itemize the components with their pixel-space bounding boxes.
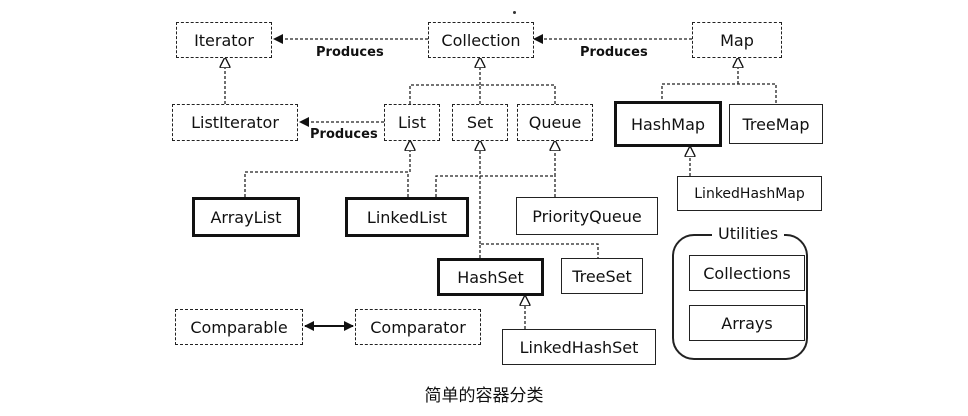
produces-label-map-collection: Produces xyxy=(580,45,648,60)
utility-collections-label: Collections xyxy=(703,263,791,283)
comparator-node: Comparator xyxy=(355,309,481,345)
queue-label: Queue xyxy=(528,113,582,132)
utility-collections: Collections xyxy=(689,255,805,291)
linkedlist-label: LinkedList xyxy=(366,207,448,227)
produces-label-collection-iterator: Produces xyxy=(316,45,384,60)
linkedhashset-label: LinkedHashSet xyxy=(519,337,639,357)
utility-arrays: Arrays xyxy=(689,305,805,341)
linkedhashmap-label: LinkedHashMap xyxy=(694,185,805,202)
iterator-label: Iterator xyxy=(194,30,254,50)
linkedlist-node: LinkedList xyxy=(345,197,469,237)
iterator-node: Iterator xyxy=(176,22,272,58)
edge-list-set-queue-collection xyxy=(409,84,556,104)
linkedhashset-node: LinkedHashSet xyxy=(502,329,656,365)
comparable-node: Comparable xyxy=(175,309,303,345)
stray-dot xyxy=(513,11,516,14)
edge-linkedlist-queue xyxy=(435,175,555,197)
edge-arraylist-list xyxy=(244,171,410,197)
utility-arrays-label: Arrays xyxy=(721,313,773,333)
comparator-label: Comparator xyxy=(370,317,466,337)
edge-hashset-treeset-set xyxy=(479,243,599,258)
hashset-label: HashSet xyxy=(457,267,524,287)
hashmap-node: HashMap xyxy=(614,101,722,147)
hashset-node: HashSet xyxy=(437,258,544,296)
set-label: Set xyxy=(466,113,494,132)
collection-node: Collection xyxy=(428,22,534,58)
listiterator-node: ListIterator xyxy=(172,104,298,141)
comparable-label: Comparable xyxy=(190,317,288,337)
linkedhashmap-node: LinkedHashMap xyxy=(677,176,822,211)
figure-caption: 简单的容器分类 xyxy=(424,386,544,406)
set-node: Set xyxy=(452,104,508,141)
priorityqueue-label: PriorityQueue xyxy=(532,206,642,226)
treeset-node: TreeSet xyxy=(561,258,643,294)
queue-node: Queue xyxy=(517,104,593,141)
list-label: List xyxy=(398,113,426,132)
map-label: Map xyxy=(720,30,754,50)
utilities-title: Utilities xyxy=(712,224,785,243)
treeset-label: TreeSet xyxy=(572,266,632,286)
treemap-label: TreeMap xyxy=(742,114,810,134)
produces-label-list-listiterator: Produces xyxy=(310,127,378,142)
arraylist-label: ArrayList xyxy=(210,207,282,227)
priorityqueue-node: PriorityQueue xyxy=(516,197,658,235)
arraylist-node: ArrayList xyxy=(192,197,300,237)
edge-hashmap-treemap-map xyxy=(661,83,777,104)
collection-label: Collection xyxy=(441,30,521,50)
hashmap-label: HashMap xyxy=(630,114,706,134)
listiterator-label: ListIterator xyxy=(191,113,279,132)
map-node: Map xyxy=(692,22,782,58)
utilities-group xyxy=(672,234,808,360)
list-node: List xyxy=(384,104,440,141)
treemap-node: TreeMap xyxy=(729,104,823,144)
